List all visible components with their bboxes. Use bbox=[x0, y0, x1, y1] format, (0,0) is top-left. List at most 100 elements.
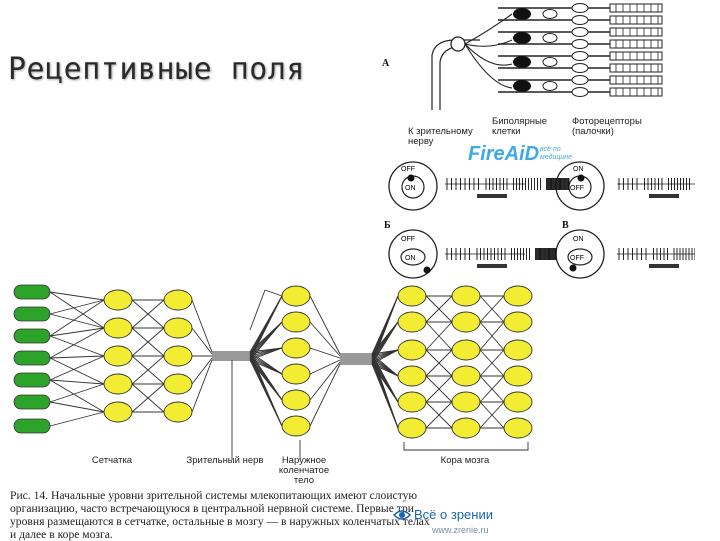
panel-label-v: В bbox=[562, 220, 569, 231]
photoreceptor-rod bbox=[13, 328, 51, 344]
field-label-off-3: OFF bbox=[570, 185, 584, 192]
spike-train bbox=[617, 178, 695, 198]
photoreceptor-rod bbox=[13, 306, 51, 322]
label-cortex: Кора мозга bbox=[440, 455, 490, 466]
field-label-on-1: ON bbox=[405, 185, 416, 192]
neuron bbox=[103, 345, 133, 367]
caption-line-2: организацию, часто встречающуюся в центр… bbox=[10, 502, 414, 515]
stimulus-bar bbox=[477, 264, 507, 268]
neuron bbox=[503, 391, 533, 413]
neuron bbox=[281, 389, 311, 411]
neuron bbox=[163, 373, 193, 395]
panel-label-a: А bbox=[382, 58, 390, 69]
label-photoreceptors: Фоторецепторы (палочки) bbox=[572, 116, 642, 137]
stimulus-bar bbox=[477, 194, 507, 198]
eye-logo-icon bbox=[392, 510, 412, 520]
fireaid-logo-text: FireAiD bbox=[468, 143, 540, 165]
photoreceptor-rod bbox=[13, 350, 51, 366]
spike-train bbox=[617, 248, 695, 268]
label-bipolar-cells: Биполярные клетки bbox=[492, 116, 548, 137]
visual-pathway-diagram bbox=[13, 284, 533, 460]
neuron bbox=[451, 311, 481, 333]
neuron bbox=[503, 417, 533, 439]
label-lgn: Наружное коленчатое тело bbox=[278, 455, 330, 486]
rod-row bbox=[498, 63, 663, 73]
panel-label-b: Б bbox=[384, 220, 391, 231]
photoreceptor-rod bbox=[13, 372, 51, 388]
neuron bbox=[397, 417, 427, 439]
neuron bbox=[163, 345, 193, 367]
field-label-on-4: ON bbox=[573, 236, 584, 243]
receptive-fields-panel: OFF ON OFF ON ON OFF ON OFF bbox=[388, 161, 695, 279]
label-optic-nerve: Зрительный нерв bbox=[186, 455, 264, 466]
stimulus-bar bbox=[649, 264, 679, 268]
rod-row bbox=[498, 15, 663, 25]
neuron bbox=[451, 285, 481, 307]
photoreceptor-rod bbox=[13, 394, 51, 410]
neuron bbox=[281, 285, 311, 307]
neuron bbox=[103, 289, 133, 311]
caption-line-4: и далее в коре мозга. bbox=[10, 528, 113, 541]
spike-trains bbox=[445, 178, 695, 268]
field-label-off-4: OFF bbox=[570, 255, 584, 262]
bipolar-cell bbox=[513, 32, 531, 44]
neuron bbox=[397, 391, 427, 413]
field-label-on-3: ON bbox=[573, 166, 584, 173]
label-to-optic-nerve: К зрительному нерву bbox=[408, 126, 473, 147]
rod-row bbox=[498, 39, 663, 49]
neuron bbox=[451, 365, 481, 387]
bipolar-cell bbox=[513, 80, 531, 92]
photoreceptor-rod bbox=[13, 418, 51, 434]
neuron bbox=[451, 391, 481, 413]
rod-row bbox=[498, 27, 663, 44]
neuron bbox=[163, 401, 193, 423]
rod-row bbox=[498, 87, 663, 97]
neuron bbox=[281, 311, 311, 333]
neuron bbox=[451, 417, 481, 439]
label-retina: Сетчатка bbox=[91, 455, 133, 466]
field-off-center-bottom bbox=[388, 229, 438, 279]
rod-row bbox=[498, 3, 663, 20]
cell-rows bbox=[450, 3, 663, 97]
field-off-center-top bbox=[388, 161, 438, 211]
neuron bbox=[503, 365, 533, 387]
neuron bbox=[397, 311, 427, 333]
neuron bbox=[103, 401, 133, 423]
neuron bbox=[103, 373, 133, 395]
site-watermark: Всё о зрении www.zrenie.ru bbox=[392, 505, 542, 539]
neuron bbox=[163, 317, 193, 339]
ganglion-cell bbox=[450, 36, 466, 52]
neuron bbox=[503, 339, 533, 361]
field-label-on-2: ON bbox=[405, 255, 416, 262]
caption-line-3: уровня размещаются в сетчатке, остальные… bbox=[10, 515, 430, 528]
site-url: www.zrenie.ru bbox=[432, 525, 489, 535]
fireaid-watermark: FireAiD всё по медицине bbox=[468, 143, 578, 169]
bipolar-cell bbox=[513, 8, 531, 20]
neuron bbox=[503, 311, 533, 333]
bipolar-cell bbox=[513, 56, 531, 68]
field-label-off-2: OFF bbox=[401, 236, 415, 243]
neuron bbox=[451, 339, 481, 361]
rod-row bbox=[498, 75, 663, 92]
neuron bbox=[103, 317, 133, 339]
rod-row bbox=[498, 51, 663, 68]
caption-line-1: Рис. 14. Начальные уровни зрительной сис… bbox=[10, 489, 418, 502]
pathway-neurons bbox=[13, 284, 533, 439]
neuron bbox=[397, 285, 427, 307]
neuron bbox=[163, 289, 193, 311]
spike-train bbox=[445, 248, 557, 268]
neuron bbox=[397, 365, 427, 387]
figure-caption: Рис. 14. Начальные уровни зрительной сис… bbox=[10, 489, 430, 541]
fireaid-subtitle: всё по медицине bbox=[540, 146, 573, 161]
neuron bbox=[503, 285, 533, 307]
neuron bbox=[281, 415, 311, 437]
photoreceptor-rod bbox=[13, 284, 51, 300]
field-label-off-1: OFF bbox=[401, 166, 415, 173]
stimulus-bar bbox=[649, 194, 679, 198]
pathway-connections bbox=[49, 289, 529, 460]
retina-cell-drawing bbox=[431, 3, 663, 110]
neuron bbox=[281, 363, 311, 385]
site-title: Всё о зрении bbox=[414, 507, 493, 522]
spike-train bbox=[445, 178, 570, 198]
neuron bbox=[397, 339, 427, 361]
